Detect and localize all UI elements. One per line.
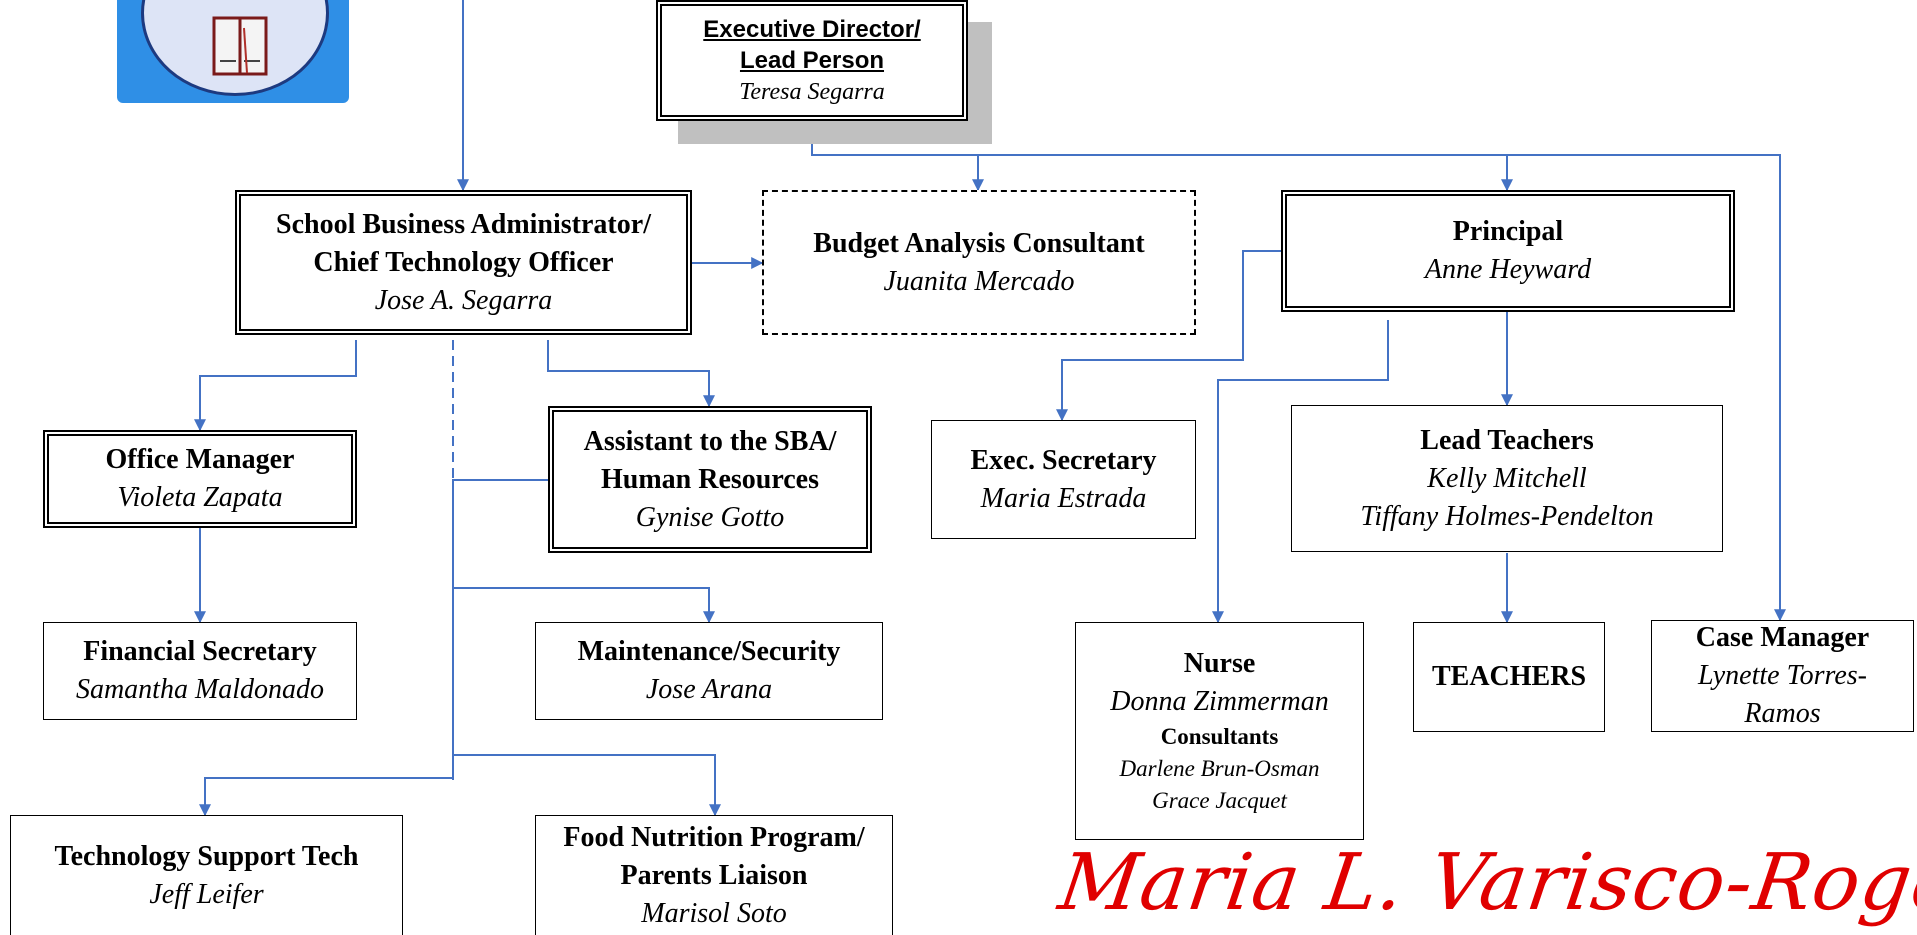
tech-support-name: Jeff Leifer (149, 878, 264, 910)
case-manager-name-line2: Ramos (1744, 698, 1821, 729)
nurse-title: Nurse (1183, 648, 1256, 679)
budget-box: Budget Analysis Consultant Juanita Merca… (762, 190, 1196, 335)
assistant-title-line1: Assistant to the SBA/ (583, 425, 837, 457)
tech-support-box: Technology Support Tech Jeff Leifer (10, 815, 403, 935)
case-manager-title: Case Manager (1695, 622, 1870, 653)
case-manager-box: Case Manager Lynette Torres- Ramos (1651, 620, 1914, 732)
assistant-title-line2: Human Resources (600, 463, 820, 495)
teachers-box: TEACHERS (1413, 622, 1605, 732)
food-title-line1: Food Nutrition Program/ (563, 821, 865, 853)
maintenance-title: Maintenance/Security (577, 636, 841, 667)
financial-secretary-title: Financial Secretary (83, 636, 317, 667)
school-logo (117, 0, 349, 103)
exec-director-name: Teresa Segarra (739, 78, 885, 105)
food-name: Marisol Soto (641, 897, 787, 929)
nurse-name: Donna Zimmerman (1110, 686, 1329, 717)
office-manager-title: Office Manager (105, 444, 295, 475)
nurse-box: Nurse Donna Zimmerman Consultants Darlen… (1075, 622, 1364, 840)
sba-box: School Business Administrator/ Chief Tec… (235, 190, 692, 335)
exec-director-box: Executive Director/ Lead Person Teresa S… (656, 0, 968, 121)
exec-secretary-title: Exec. Secretary (970, 444, 1157, 476)
sba-title-line2: Chief Technology Officer (313, 246, 614, 278)
assistant-box: Assistant to the SBA/ Human Resources Gy… (548, 406, 872, 553)
maintenance-box: Maintenance/Security Jose Arana (535, 622, 883, 720)
exec-director-title: Executive Director/ Lead Person (703, 15, 921, 74)
consultant-name: Darlene Brun-Osman (1119, 756, 1320, 781)
food-title-line2: Parents Liaison (620, 859, 808, 891)
assistant-name: Gynise Gotto (635, 501, 785, 533)
lead-teachers-title: Lead Teachers (1420, 424, 1594, 456)
maintenance-name: Jose Arana (645, 674, 773, 705)
principal-title: Principal (1452, 216, 1564, 247)
office-manager-name: Violeta Zapata (117, 482, 283, 513)
consultants-label: Consultants (1160, 724, 1279, 749)
teachers-title: TEACHERS (1431, 661, 1587, 692)
consultant-name: Grace Jacquet (1152, 788, 1287, 813)
lead-teachers-box: Lead Teachers Kelly Mitchell Tiffany Hol… (1291, 405, 1723, 552)
case-manager-name-line1: Lynette Torres- (1698, 660, 1867, 691)
office-manager-box: Office Manager Violeta Zapata (43, 430, 357, 528)
principal-box: Principal Anne Heyward (1281, 190, 1735, 312)
financial-secretary-box: Financial Secretary Samantha Maldonado (43, 622, 357, 720)
financial-secretary-name: Samantha Maldonado (75, 674, 325, 705)
exec-secretary-box: Exec. Secretary Maria Estrada (931, 420, 1196, 539)
lead-teacher-name: Tiffany Holmes-Pendelton (1360, 500, 1654, 532)
signature: Maria L. Varisco-Rogers (1053, 838, 1917, 928)
budget-title: Budget Analysis Consultant (813, 227, 1145, 259)
budget-name: Juanita Mercado (883, 265, 1075, 297)
sba-name: Jose A. Segarra (374, 284, 553, 316)
book-emblem-icon (141, 0, 329, 96)
sba-title-line1: School Business Administrator/ (276, 208, 651, 240)
exec-secretary-name: Maria Estrada (980, 482, 1147, 514)
lead-teacher-name: Kelly Mitchell (1427, 462, 1587, 494)
principal-name: Anne Heyward (1424, 254, 1592, 285)
tech-support-title: Technology Support Tech (54, 840, 359, 872)
food-nutrition-box: Food Nutrition Program/ Parents Liaison … (535, 815, 893, 935)
